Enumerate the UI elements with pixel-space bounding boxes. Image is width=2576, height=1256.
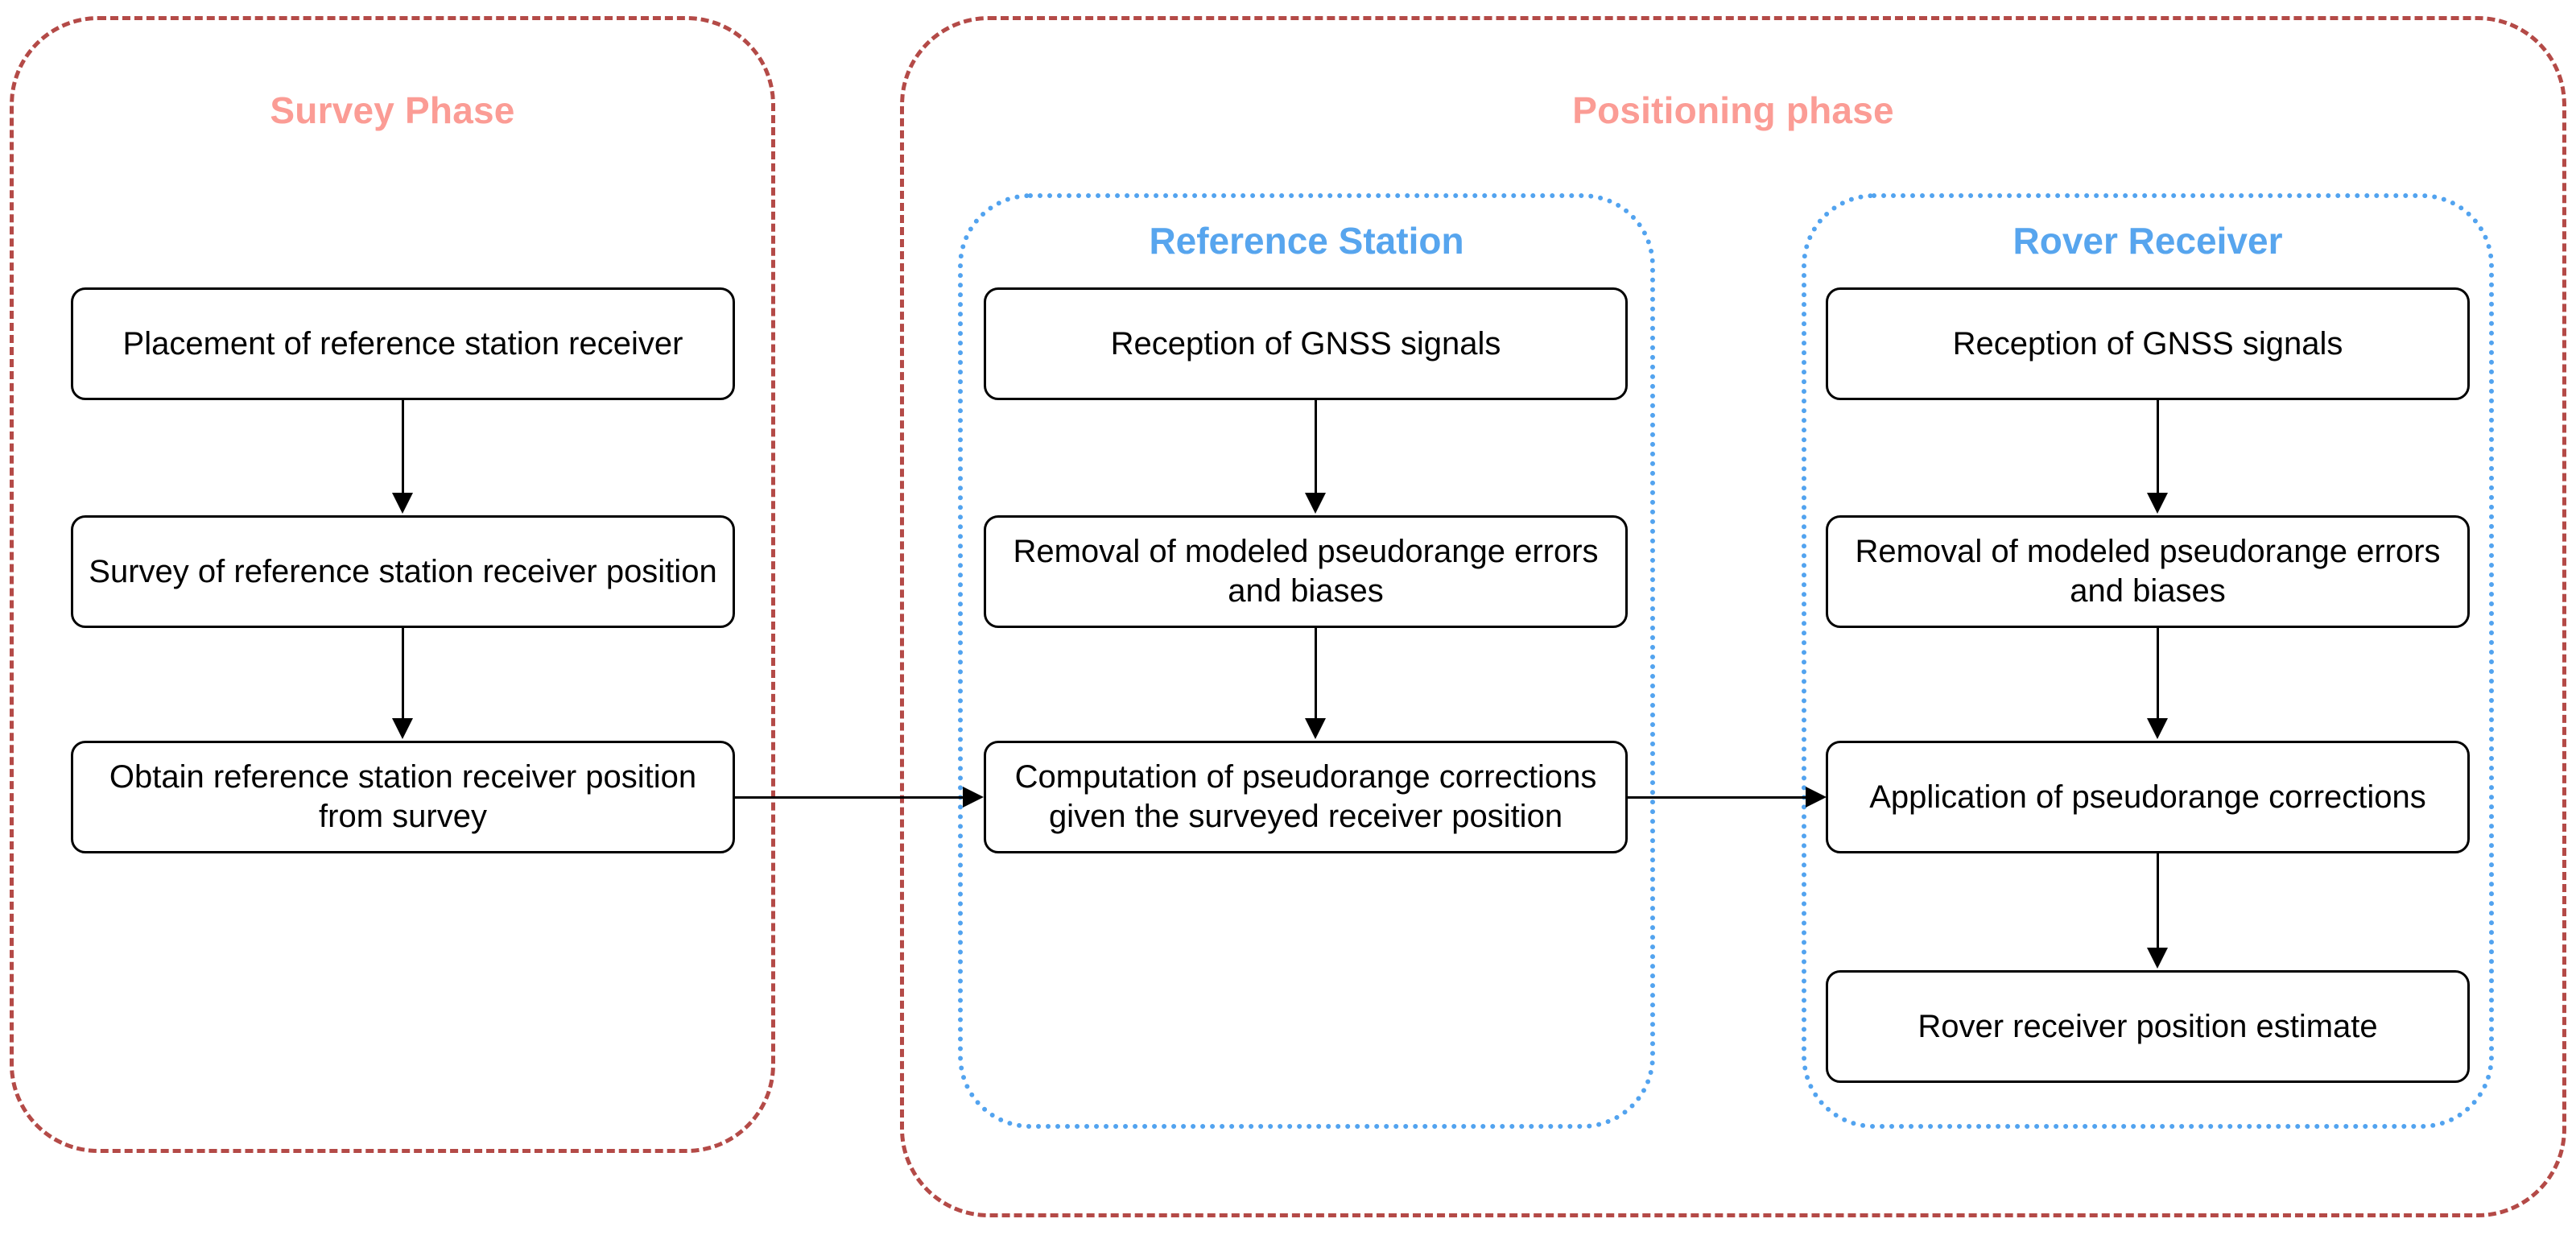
survey-phase-container	[10, 16, 775, 1153]
positioning-phase-container	[900, 16, 2566, 1217]
node-label: Removal of modeled pseudorange errors an…	[1855, 534, 2441, 609]
edge-survey-to-obtain	[402, 628, 404, 720]
edge-survey-to-obtain-arrowhead	[392, 718, 413, 739]
node-removal-of-modeled-pseudorange-errors-and-biases-ref[interactable]: Removal of modeled pseudorange errors an…	[984, 515, 1628, 628]
reference-station-group-container	[958, 193, 1655, 1129]
rover-receiver-group-container	[1802, 193, 2494, 1129]
edge-computation-to-application-arrowhead	[1806, 787, 1827, 808]
node-label: Placement of reference station receiver	[122, 325, 683, 362]
node-obtain-reference-station-receiver-position-from-survey[interactable]: Obtain reference station receiver positi…	[71, 741, 735, 853]
edge-reception-to-removal-ref-arrowhead	[1305, 493, 1326, 514]
node-reception-of-gnss-signals-rover[interactable]: Reception of GNSS signals	[1826, 287, 2470, 400]
survey-phase-title: Survey Phase	[270, 89, 515, 131]
node-label: Reception of GNSS signals	[1952, 325, 2343, 362]
edge-removal-to-computation-ref	[1315, 628, 1317, 720]
edge-obtain-to-computation	[735, 796, 964, 799]
node-computation-of-pseudorange-corrections[interactable]: Computation of pseudorange corrections g…	[984, 741, 1628, 853]
edge-computation-to-application	[1628, 796, 1806, 799]
edge-obtain-to-computation-arrowhead	[963, 787, 984, 808]
edge-application-to-estimate	[2157, 853, 2159, 949]
node-rover-receiver-position-estimate[interactable]: Rover receiver position estimate	[1826, 970, 2470, 1083]
positioning-phase-title: Positioning phase	[1572, 89, 1894, 131]
node-label: Application of pseudorange corrections	[1869, 779, 2426, 815]
node-label: Computation of pseudorange corrections g…	[1014, 759, 1597, 834]
node-label: Obtain reference station receiver positi…	[109, 759, 697, 834]
edge-reception-to-removal-ref	[1315, 400, 1317, 494]
edge-application-to-estimate-arrowhead	[2147, 948, 2168, 969]
node-survey-of-reference-station-receiver-position[interactable]: Survey of reference station receiver pos…	[71, 515, 735, 628]
node-label: Survey of reference station receiver pos…	[89, 553, 717, 589]
node-label: Rover receiver position estimate	[1918, 1008, 2378, 1044]
reference-station-group-title: Reference Station	[1149, 220, 1464, 262]
edge-placement-to-survey-arrowhead	[392, 493, 413, 514]
node-placement-of-reference-station-receiver[interactable]: Placement of reference station receiver	[71, 287, 735, 400]
edge-removal-to-computation-ref-arrowhead	[1305, 718, 1326, 739]
edge-removal-to-application-rover	[2157, 628, 2159, 720]
edge-reception-to-removal-rover-arrowhead	[2147, 493, 2168, 514]
node-removal-of-modeled-pseudorange-errors-and-biases-rover[interactable]: Removal of modeled pseudorange errors an…	[1826, 515, 2470, 628]
node-reception-of-gnss-signals-ref[interactable]: Reception of GNSS signals	[984, 287, 1628, 400]
edge-reception-to-removal-rover	[2157, 400, 2159, 494]
edge-removal-to-application-rover-arrowhead	[2147, 718, 2168, 739]
edge-placement-to-survey	[402, 400, 404, 494]
node-application-of-pseudorange-corrections[interactable]: Application of pseudorange corrections	[1826, 741, 2470, 853]
node-label: Reception of GNSS signals	[1110, 325, 1501, 362]
rover-receiver-group-title: Rover Receiver	[2013, 220, 2283, 262]
node-label: Removal of modeled pseudorange errors an…	[1013, 534, 1599, 609]
